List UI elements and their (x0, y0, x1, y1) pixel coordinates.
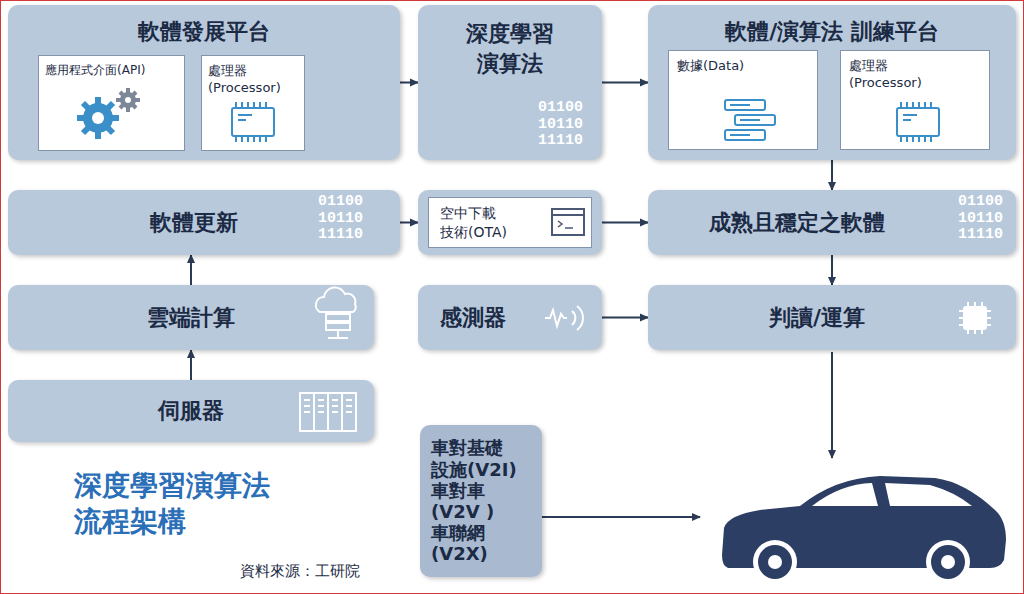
flow-arrow (602, 317, 648, 319)
flow-arrow (190, 350, 192, 380)
processor-box: 處理器 (Processor) (201, 55, 305, 151)
process-box: 雲端計算 (8, 285, 374, 350)
car-illustration (722, 476, 1006, 584)
node-text: 車對基礎 設施(V2I) 車對車 (V2V ) 車聯網 (V2X) (431, 437, 523, 564)
node-text: 應用程式介面(API) (45, 62, 178, 79)
terminal-icon (552, 209, 584, 235)
node-text: 空中下載 技術(OTA) (440, 204, 516, 242)
node-text: 處理器 (Processor) (208, 62, 298, 95)
gear-icon (77, 97, 119, 139)
node-text: 深度學習 演算法 (455, 19, 565, 78)
flow-arrow (602, 82, 648, 84)
diagram-title: 深度學習演算法 流程架構 (74, 468, 278, 541)
node-text: 軟體發展平台 (138, 17, 270, 47)
node-text: 軟體更新 (150, 208, 238, 238)
binary-code: 01100 10110 11110 (538, 100, 585, 150)
node-text: 判讀/運算 (769, 303, 865, 333)
chip-icon (232, 102, 274, 142)
platform-panel: 軟體發展平台應用程式介面(API) 處理器 (Processor) (8, 5, 400, 160)
processor-box: 處理器 (Processor) (840, 50, 990, 150)
flow-arrow (602, 222, 648, 224)
process-box: 判讀/運算 (648, 285, 1016, 350)
node-text: 軟體/演算法 訓練平台 (725, 17, 939, 47)
v2x-box: 車對基礎 設施(V2I) 車對車 (V2V ) 車聯網 (V2X) (420, 425, 542, 577)
flow-arrow (400, 222, 418, 224)
flow-arrow (400, 82, 418, 84)
gear-icon (116, 88, 140, 112)
flow-arrow (190, 255, 192, 285)
node-text: 成熟且穩定之軟體 (709, 208, 885, 238)
flow-arrow (831, 255, 833, 285)
node-text: 雲端計算 (147, 303, 235, 333)
cloud-server-icon (316, 287, 356, 338)
arrow-to-car (542, 516, 700, 518)
sensor-box: 感測器 (418, 285, 602, 350)
node-text: 數據(Data) (677, 57, 809, 75)
server-icon (300, 393, 356, 431)
chip-icon (897, 102, 939, 142)
ota-box: 空中下載 技術(OTA) (418, 190, 602, 255)
sensor-wave-icon (545, 306, 583, 330)
node-text: 伺服器 (158, 396, 224, 426)
source-caption: 資料來源：工研院 (240, 562, 360, 581)
node-text: 感測器 (440, 303, 602, 333)
node-text: 處理器 (Processor) (849, 57, 941, 90)
training-panel: 軟體/演算法 訓練平台數據(Data) 處理器 (Processor) (648, 5, 1016, 160)
api-box: 應用程式介面(API) (38, 55, 185, 151)
binary-code: 01100 10110 11110 (958, 194, 1005, 244)
processor-icon (959, 302, 991, 334)
arrow-to-car (831, 352, 833, 458)
process-box: 伺服器 (8, 380, 374, 442)
flow-arrow (831, 160, 833, 190)
binary-code: 01100 10110 11110 (318, 194, 365, 244)
data-icon (725, 100, 775, 140)
data-box: 數據(Data) (668, 50, 818, 150)
